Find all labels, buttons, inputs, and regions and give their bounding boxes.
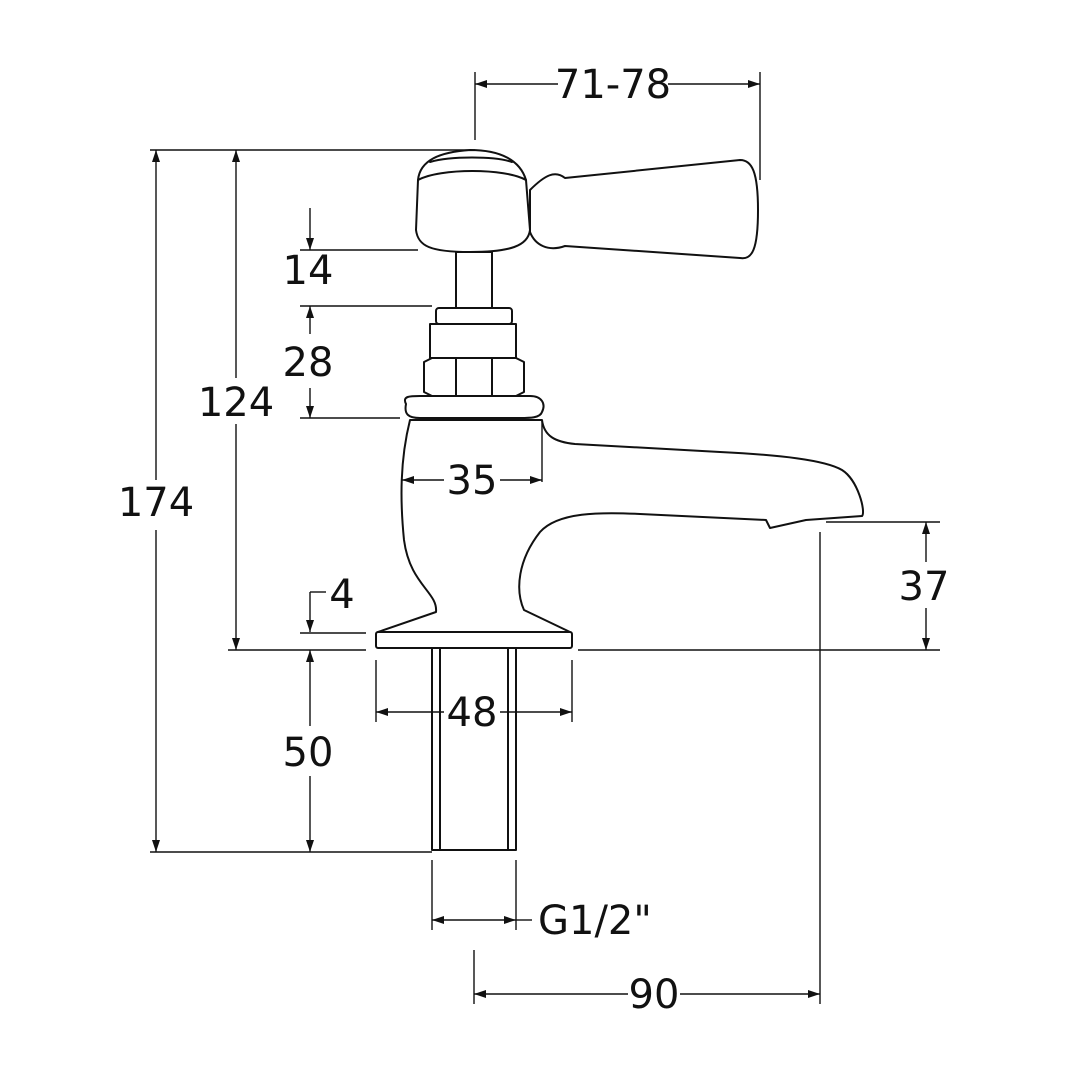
spindle xyxy=(455,251,493,309)
dim-label-thread-size: G1/2" xyxy=(538,898,652,944)
lever-handle xyxy=(529,159,759,260)
dim-label-handle-clearance: 14 xyxy=(283,248,334,294)
dim-label-handle-reach: 71-78 xyxy=(555,62,671,108)
dim-label-headwork-height: 28 xyxy=(283,340,334,386)
dimension-labels: 71-78 174 124 14 28 35 4 37 48 50 G1/2" … xyxy=(118,62,950,1018)
tap-outline xyxy=(375,149,864,851)
body-rim xyxy=(404,395,545,419)
dimension-lines xyxy=(152,80,930,998)
gland-nut xyxy=(435,307,513,325)
extension-lines xyxy=(150,72,940,1004)
dim-label-overall-height: 174 xyxy=(118,480,194,526)
dim-label-flange-thickness: 4 xyxy=(329,572,354,618)
dim-label-height-above-deck: 124 xyxy=(198,380,274,426)
dim-label-body-width: 35 xyxy=(447,458,498,504)
base-flange xyxy=(375,631,573,649)
dim-label-flange-diameter: 48 xyxy=(447,690,498,736)
tap-body-spout xyxy=(377,419,864,633)
dim-label-spout-height: 37 xyxy=(899,564,950,610)
dim-label-shank-length: 50 xyxy=(283,730,334,776)
handle-hub xyxy=(415,149,531,253)
threaded-shank xyxy=(431,647,517,851)
hex-headwork xyxy=(423,357,525,397)
dim-label-spout-projection: 90 xyxy=(629,972,680,1018)
